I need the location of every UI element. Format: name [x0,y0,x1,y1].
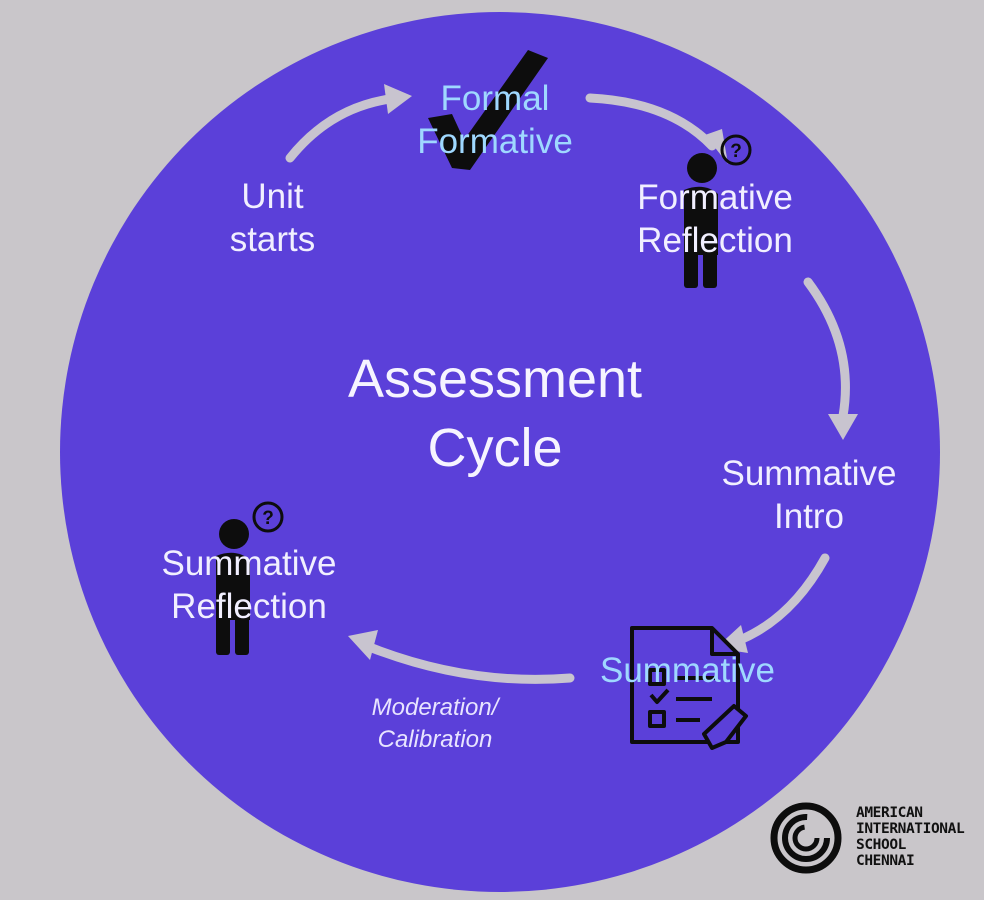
arrowhead-summative-reflection [348,630,378,660]
thinking-person-icon [684,153,718,288]
arrow-intro-to-summative [735,553,830,645]
pencil-icon [702,704,748,750]
stage-label-line: starts [229,219,316,259]
logo-line: INTERNATIONAL [856,821,965,837]
school-logo-icon [770,802,842,874]
stage-label-line: Reflection [637,220,793,260]
stage-unit-starts: Unit starts [200,176,345,261]
stage-label-line: Summative [161,544,337,583]
note-line: Moderation/ [371,694,499,721]
arrow-formal-to-reflection [585,93,717,151]
checklist-clipboard-icon [630,626,740,744]
svg-text:?: ? [730,141,742,162]
stage-summative: Summative [580,650,795,693]
svg-text:?: ? [262,508,274,529]
arrow-summative-to-reflection [367,643,575,684]
arrow-note-moderation: Moderation/ Calibration [340,692,530,756]
title-line: Cycle [427,418,563,479]
arrow-reflection-to-intro [803,277,850,421]
stage-label-line: Formative [417,121,573,161]
stage-label-line: Formative [637,178,793,217]
title-line: Assessment [347,349,643,409]
stage-label-line: Summative [599,651,776,690]
logo-line: CHENNAI [856,853,915,869]
stage-label-line: Reflection [171,586,327,626]
stage-summative-intro: Summative Intro [700,453,918,538]
stage-formative-reflection: Formative Reflection [615,177,815,262]
checkmark-icon [428,50,548,170]
stage-label-line: Summative [721,454,897,493]
question-bubble-icon: ? [720,134,752,166]
arrowhead-intro [828,414,858,440]
logo-line: SCHOOL [856,837,906,853]
arrow-unit-to-formal [285,94,395,163]
note-line: Calibration [377,725,493,753]
diagram-title: Assessment Cycle [330,345,660,483]
arrowhead-formal [384,84,412,114]
stage-label-line: Formal [440,79,550,118]
stage-label-line: Unit [241,177,304,216]
stage-formal-formative: Formal Formative [400,78,590,163]
stage-summative-reflection: Summative Reflection [140,543,358,628]
school-logo-text: AMERICAN INTERNATIONAL SCHOOL CHENNAI [856,805,965,869]
stage-label-line: Intro [773,496,845,536]
logo-line: AMERICAN [856,805,923,821]
question-bubble-icon: ? [252,501,284,533]
thinking-person-icon [216,519,250,655]
